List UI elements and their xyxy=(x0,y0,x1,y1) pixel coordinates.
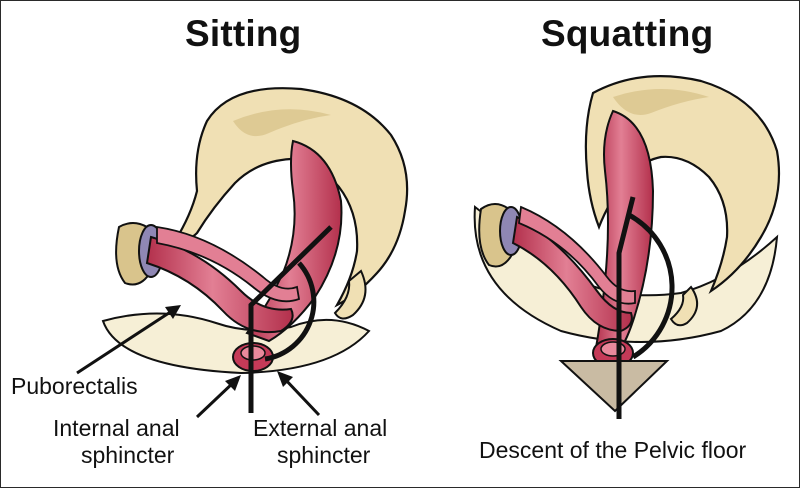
sitting-coccyx xyxy=(333,269,367,320)
sitting-panel xyxy=(76,87,409,419)
descent-arrow xyxy=(558,360,670,413)
external-anal-sphincter-label-line1: External anal xyxy=(253,415,388,441)
squatting-title: Squatting xyxy=(541,13,714,54)
sitting-angle-arc xyxy=(264,261,317,362)
sitting-bone-shading xyxy=(233,109,331,137)
internal-anal-sphincter-label-line2: sphincter xyxy=(81,442,175,468)
puborectalis-arrowhead xyxy=(165,305,181,319)
sitting-rectum xyxy=(245,139,343,343)
sitting-puborectalis-sling xyxy=(145,235,294,334)
squatting-puborectalis-sling xyxy=(511,215,633,333)
sitting-title: Sitting xyxy=(185,13,302,54)
squatting-bone-shading xyxy=(613,89,709,115)
sitting-angle-lines xyxy=(248,225,333,413)
squatting-angle-arc xyxy=(627,212,675,360)
sitting-pelvic-floor xyxy=(101,312,371,375)
squatting-coccyx xyxy=(669,285,698,327)
puborectalis-label: Puborectalis xyxy=(11,373,138,399)
internal-sphincter-pointer xyxy=(195,379,237,419)
external-anal-sphincter-label-line2: sphincter xyxy=(277,442,371,468)
internal-sphincter-arrowhead xyxy=(225,375,241,391)
pelvic-floor-descent-label: Descent of the Pelvic floor xyxy=(479,437,747,463)
puborectalis-pointer xyxy=(76,307,176,375)
squatting-angle-lines xyxy=(616,196,636,419)
sitting-levator-band xyxy=(156,225,301,303)
internal-anal-sphincter-label-line1: Internal anal xyxy=(53,415,180,441)
squatting-levator-band xyxy=(518,205,636,305)
squatting-panel xyxy=(473,75,781,419)
external-sphincter-pointer xyxy=(281,375,321,417)
external-sphincter-arrowhead xyxy=(277,371,293,387)
